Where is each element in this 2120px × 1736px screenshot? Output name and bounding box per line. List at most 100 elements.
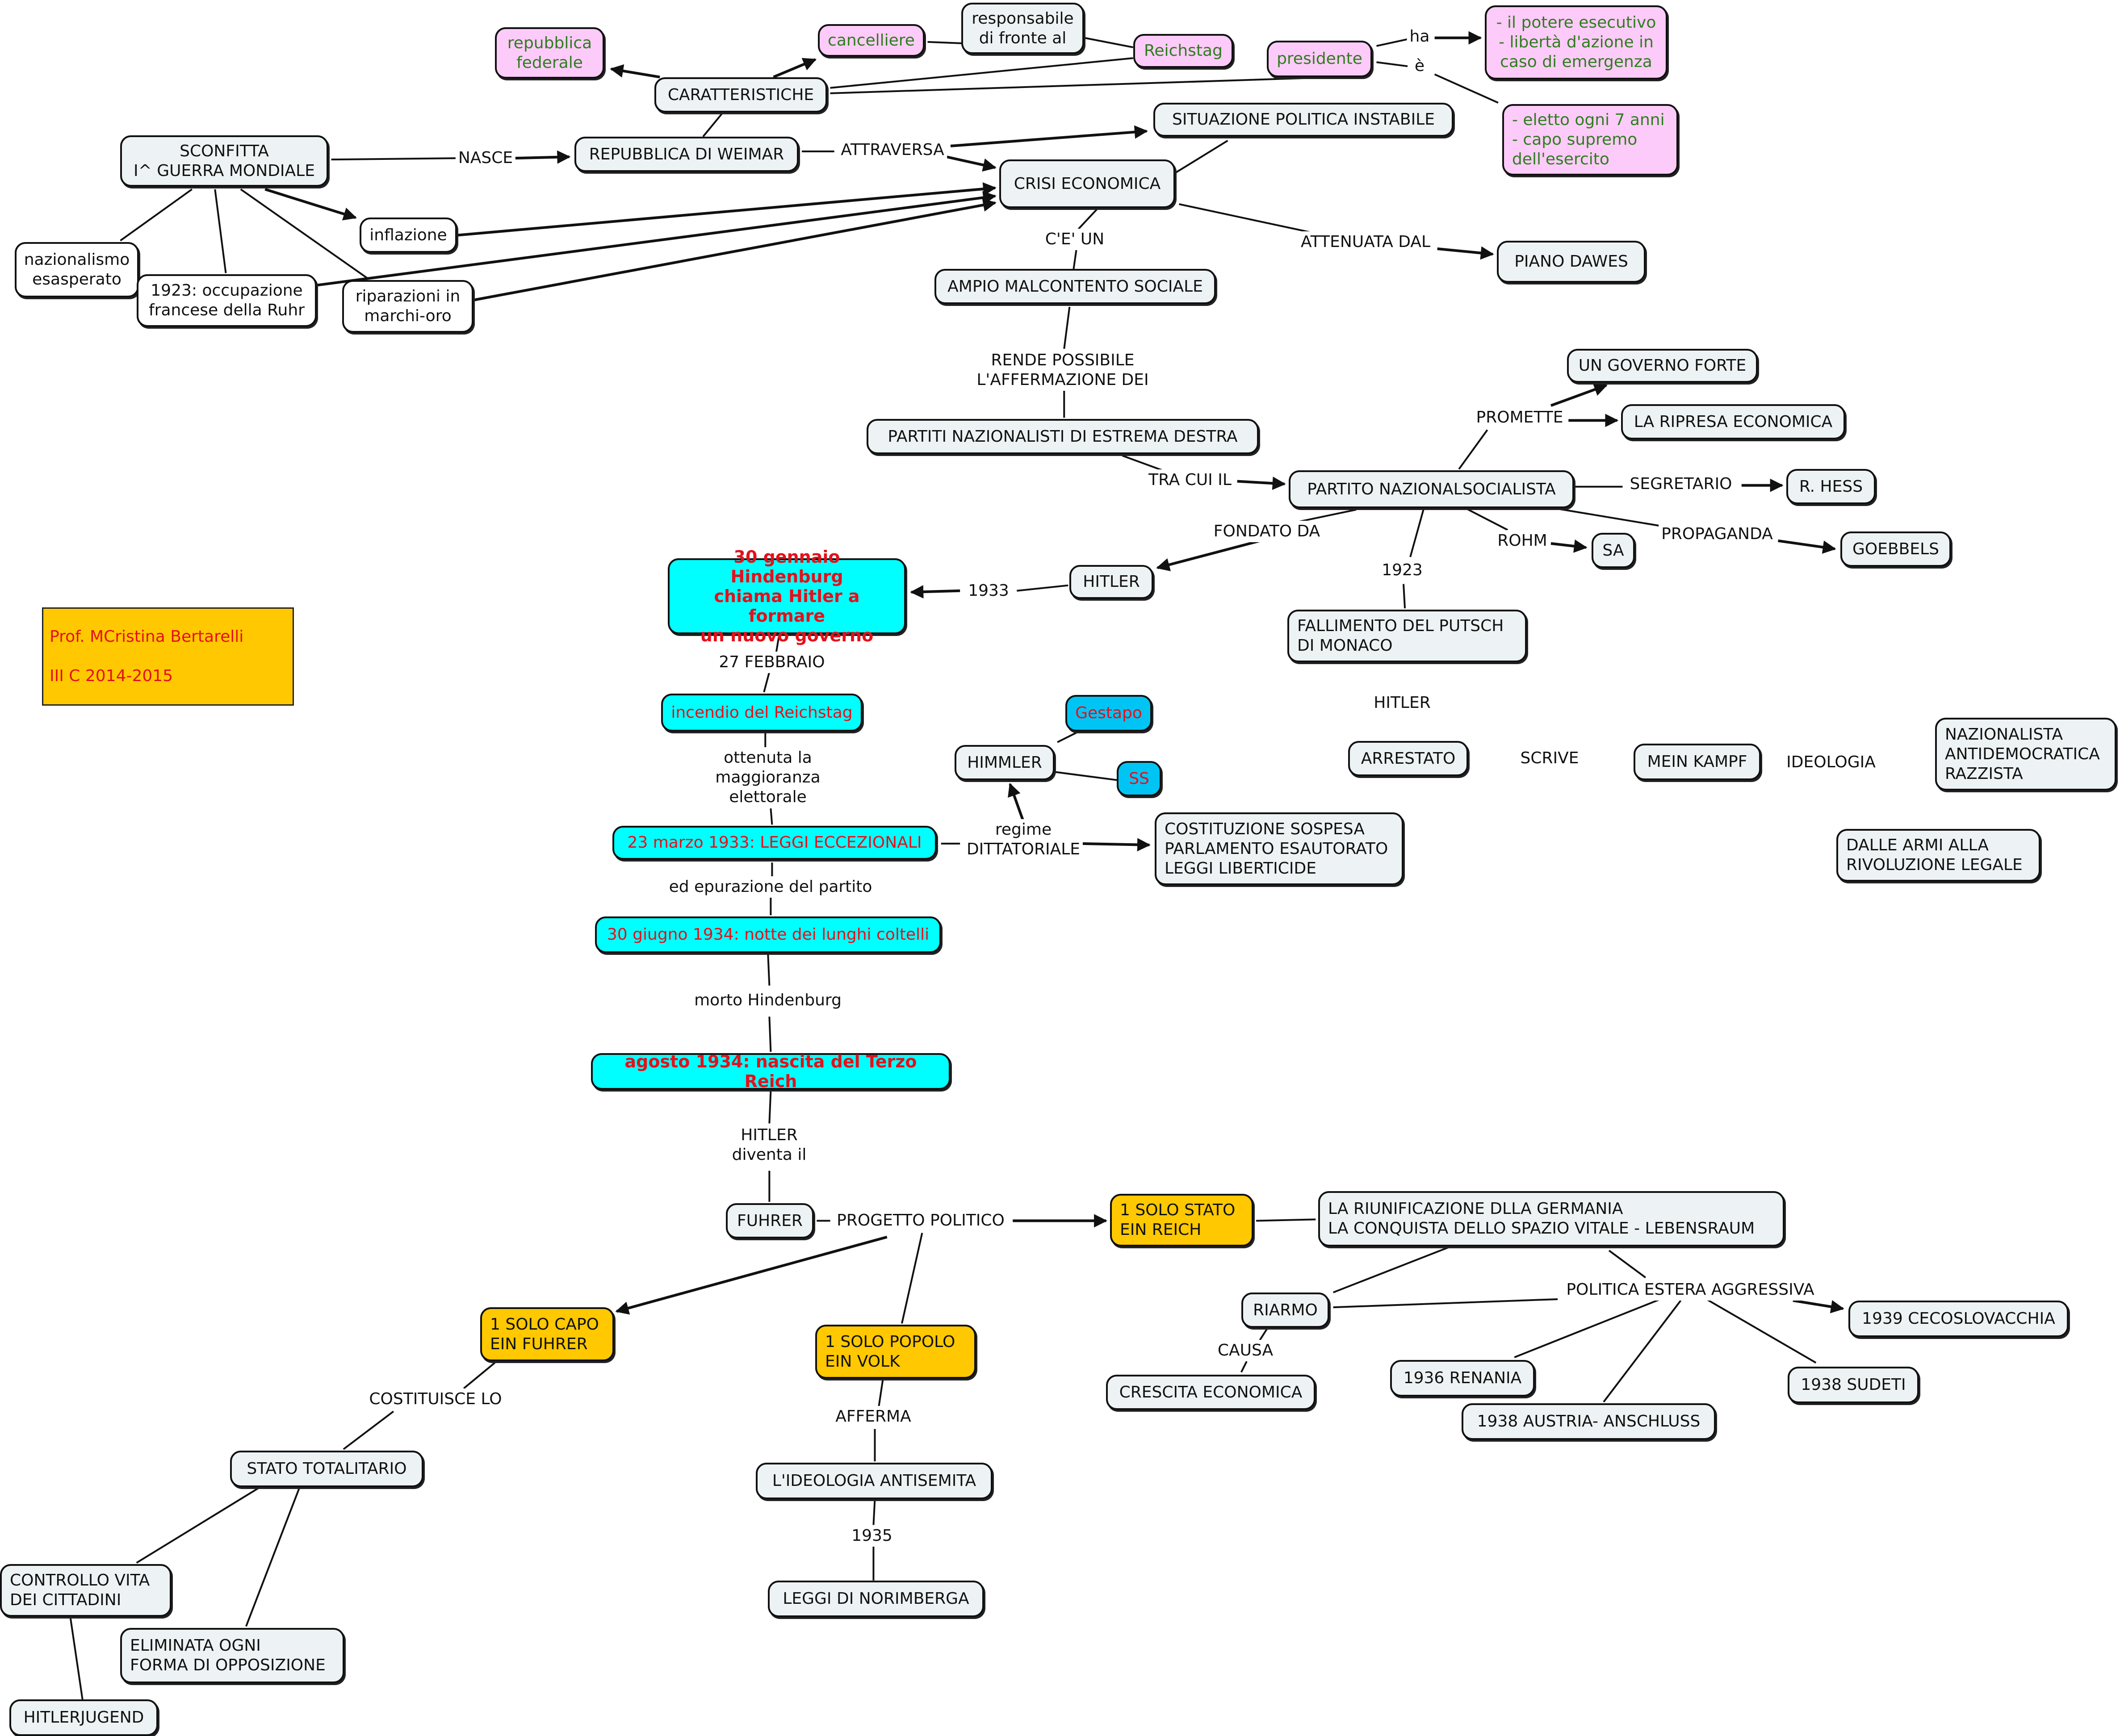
line-connector bbox=[1376, 38, 1408, 47]
node-sa[interactable]: SA bbox=[1592, 533, 1635, 568]
line-connector bbox=[872, 1499, 876, 1525]
node-caratteristiche[interactable]: CARATTERISTICHE bbox=[654, 77, 827, 113]
node-austria[interactable]: 1938 AUSTRIA- ANSCHLUSS bbox=[1462, 1403, 1716, 1440]
node-malcontento[interactable]: AMPIO MALCONTENTO SOCIALE bbox=[934, 269, 1216, 304]
line-connector bbox=[1514, 1298, 1661, 1358]
node-himmler[interactable]: HIMMLER bbox=[955, 745, 1055, 780]
node-solocapo[interactable]: 1 SOLO CAPO EIN FUHRER bbox=[480, 1307, 614, 1361]
line-connector bbox=[927, 41, 962, 44]
link-label-ha: ha bbox=[1407, 26, 1433, 47]
node-leggi[interactable]: 23 marzo 1933: LEGGI ECCEZIONALI bbox=[612, 826, 937, 860]
node-presidente[interactable]: presidente bbox=[1267, 41, 1372, 77]
line-connector bbox=[1256, 1218, 1316, 1222]
node-dawes[interactable]: PIANO DAWES bbox=[1497, 241, 1646, 283]
arrow-connector bbox=[473, 198, 997, 301]
line-connector bbox=[1706, 1298, 1817, 1364]
node-fuhrer[interactable]: FUHRER bbox=[726, 1203, 814, 1238]
node-solopopolo[interactable]: 1 SOLO POPOLO EIN VOLK bbox=[815, 1325, 976, 1379]
link-label-promette: PROMETTE bbox=[1473, 407, 1566, 428]
line-connector bbox=[1174, 140, 1228, 174]
node-meinkampf[interactable]: MEIN KAMPF bbox=[1634, 744, 1761, 780]
node-ideologia_res[interactable]: NAZIONALISTA ANTIDEMOCRATICA RAZZISTA bbox=[1935, 718, 2116, 791]
line-connector bbox=[120, 188, 193, 242]
node-hitler[interactable]: HITLER bbox=[1069, 565, 1153, 599]
node-responsabile[interactable]: responsabile di fronte al bbox=[961, 3, 1084, 54]
node-reichstag[interactable]: Reichstag bbox=[1133, 34, 1233, 68]
node-ripresa[interactable]: LA RIPRESA ECONOMICA bbox=[1621, 404, 1845, 439]
node-solostato[interactable]: 1 SOLO STATO EIN REICH bbox=[1110, 1194, 1253, 1247]
node-renania[interactable]: 1936 RENANIA bbox=[1390, 1360, 1535, 1397]
node-nsdap[interactable]: PARTITO NAZIONALSOCIALISTA bbox=[1289, 470, 1574, 508]
credit-box: Prof. MCristina Bertarelli III C 2014-20… bbox=[42, 607, 294, 706]
node-crisi[interactable]: CRISI ECONOMICA bbox=[999, 159, 1175, 208]
node-eletto[interactable]: - eletto ogni 7 anni - capo supremo dell… bbox=[1502, 104, 1678, 176]
node-cancelliere[interactable]: cancelliere bbox=[818, 24, 925, 57]
line-connector bbox=[830, 76, 1339, 94]
node-armi[interactable]: DALLE ARMI ALLA RIVOLUZIONE LEGALE bbox=[1836, 829, 2040, 882]
arrow-connector bbox=[946, 155, 997, 172]
node-ruhr[interactable]: 1923: occupazione francese della Ruhr bbox=[137, 274, 317, 327]
node-poteri[interactable]: - il potere esecutivo - libertà d'azione… bbox=[1485, 5, 1668, 79]
node-gennaio[interactable]: 30 gennaio Hindenburg chiama Hitler a fo… bbox=[668, 547, 906, 645]
line-connector bbox=[343, 1410, 394, 1450]
node-partiti[interactable]: PARTITI NAZIONALISTI DI ESTREMA DESTRA bbox=[867, 419, 1259, 454]
node-hess[interactable]: R. HESS bbox=[1786, 469, 1876, 504]
node-coltelli[interactable]: 30 giugno 1934: notte dei lunghi coltell… bbox=[595, 916, 941, 953]
node-goebbels[interactable]: GOEBBELS bbox=[1840, 531, 1951, 567]
node-antisemita[interactable]: L'IDEOLOGIA ANTISEMITA bbox=[756, 1463, 993, 1499]
node-arrestato[interactable]: ARRESTATO bbox=[1348, 741, 1468, 776]
node-putsch[interactable]: FALLIMENTO DEL PUTSCH DI MONACO bbox=[1287, 610, 1527, 662]
link-label-l1923: 1923 bbox=[1379, 560, 1425, 581]
arrow-connector bbox=[1550, 383, 1608, 407]
arrow-connector bbox=[773, 58, 817, 79]
node-controllo[interactable]: CONTROLLO VITA DEI CITTADINI bbox=[0, 1564, 172, 1617]
node-governo[interactable]: UN GOVERNO FORTE bbox=[1567, 349, 1758, 383]
node-hitlerjugend[interactable]: HITLERJUGEND bbox=[9, 1699, 158, 1736]
line-connector bbox=[240, 188, 369, 280]
node-terzoreich[interactable]: agosto 1934: nascita del Terzo Reich bbox=[591, 1052, 951, 1091]
link-label-scrive: SCRIVE bbox=[1517, 748, 1582, 769]
link-label-afferma: AFFERMA bbox=[833, 1406, 914, 1427]
node-cecoslovacchia[interactable]: 1939 CECOSLOVACCHIA bbox=[1848, 1301, 2069, 1337]
line-connector bbox=[1017, 584, 1068, 592]
link-label-politica_estera: POLITICA ESTERA AGGRESSIVA bbox=[1563, 1279, 1817, 1301]
credit-author: Prof. MCristina Bertarelli bbox=[50, 627, 244, 646]
link-label-regime: regime DITTATORIALE bbox=[964, 819, 1083, 860]
node-nazionalismo[interactable]: nazionalismo esasperato bbox=[15, 242, 139, 297]
node-incendio[interactable]: incendio del Reichstag bbox=[661, 694, 863, 732]
node-situazione[interactable]: SITUAZIONE POLITICA INSTABILE bbox=[1153, 103, 1454, 137]
link-label-hitler_lbl: HITLER bbox=[1371, 692, 1433, 714]
link-label-propaganda: PROPAGANDA bbox=[1659, 523, 1776, 545]
arrow-connector bbox=[615, 1235, 888, 1315]
line-connector bbox=[214, 189, 227, 273]
line-connector bbox=[1298, 509, 1357, 523]
link-label-l1933: 1933 bbox=[965, 580, 1012, 602]
line-connector bbox=[830, 57, 1133, 89]
node-norimberga[interactable]: LEGGI DI NORIMBERGA bbox=[768, 1581, 984, 1617]
arrow-connector bbox=[1778, 539, 1836, 554]
node-gestapo[interactable]: Gestapo bbox=[1065, 695, 1152, 732]
arrow-connector bbox=[1437, 246, 1494, 260]
node-repfederale[interactable]: repubblica federale bbox=[495, 27, 604, 79]
node-riarmo[interactable]: RIARMO bbox=[1241, 1293, 1329, 1328]
line-connector bbox=[1458, 429, 1488, 470]
node-sudeti[interactable]: 1938 SUDETI bbox=[1788, 1367, 1919, 1403]
node-sconfitta[interactable]: SCONFITTA I^ GUERRA MONDIALE bbox=[120, 135, 328, 187]
line-connector bbox=[1077, 207, 1099, 230]
node-inflazione[interactable]: inflazione bbox=[360, 218, 457, 253]
node-crescita[interactable]: CRESCITA ECONOMICA bbox=[1106, 1375, 1316, 1410]
link-label-segretario: SEGRETARIO bbox=[1627, 473, 1735, 495]
node-ss[interactable]: SS bbox=[1117, 761, 1161, 796]
node-costituzione[interactable]: COSTITUZIONE SOSPESA PARLAMENTO ESAUTORA… bbox=[1155, 812, 1404, 885]
node-eliminata[interactable]: ELIMINATA OGNI FORMA DI OPPOSIZIONE bbox=[120, 1628, 344, 1683]
node-totalitario[interactable]: STATO TOTALITARIO bbox=[230, 1451, 423, 1487]
link-label-ce_un: C'E' UN bbox=[1042, 229, 1107, 250]
link-label-tracui: TRA CUI IL bbox=[1146, 469, 1234, 491]
link-label-costituisce: COSTITUISCE LO bbox=[366, 1389, 505, 1410]
node-riparazioni[interactable]: riparazioni in marchi-oro bbox=[342, 280, 473, 333]
arrow-connector bbox=[1156, 539, 1261, 571]
line-connector bbox=[767, 954, 771, 986]
node-weimar[interactable]: REPUBBLICA DI WEIMAR bbox=[574, 137, 799, 172]
node-riunificazione[interactable]: LA RIUNIFICAZIONE DLLA GERMANIA LA CONQU… bbox=[1318, 1191, 1785, 1247]
